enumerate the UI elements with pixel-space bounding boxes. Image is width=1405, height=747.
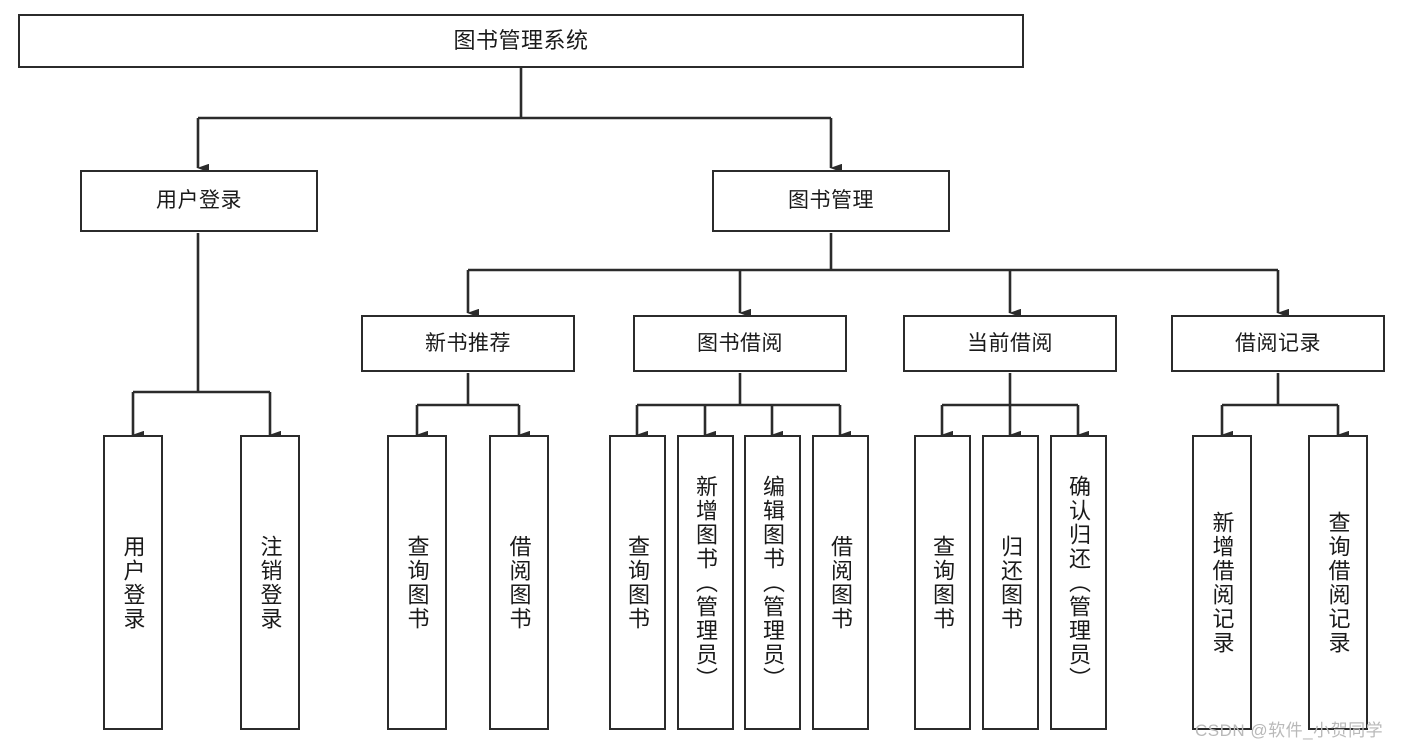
csdn-watermark-text: CSDN @软件_小贺同学 [1195,721,1384,740]
node-user-login[interactable]: 用户登录 [80,170,318,232]
node-leaf-borrow-book-2[interactable]: 借阅图书 [812,435,869,730]
node-user-login-label: 用户登录 [156,189,242,213]
node-leaf-confirm-return-label: 确认归还（管理员） [1066,474,1092,691]
node-leaf-return-book[interactable]: 归还图书 [982,435,1039,730]
node-borrow-record[interactable]: 借阅记录 [1171,315,1385,372]
node-leaf-add-record[interactable]: 新增借阅记录 [1192,435,1252,730]
node-new-book-recommend[interactable]: 新书推荐 [361,315,575,372]
node-leaf-query-book-1[interactable]: 查询图书 [387,435,447,730]
node-book-borrow-label: 图书借阅 [697,331,783,355]
node-new-book-recommend-label: 新书推荐 [425,331,511,355]
node-current-borrow[interactable]: 当前借阅 [903,315,1117,372]
node-leaf-borrow-book-1[interactable]: 借阅图书 [489,435,549,730]
node-leaf-query-record-label: 查询借阅记录 [1325,510,1351,655]
node-current-borrow-label: 当前借阅 [967,331,1053,355]
node-leaf-query-book-1-label: 查询图书 [404,534,430,631]
node-leaf-query-record[interactable]: 查询借阅记录 [1308,435,1368,730]
node-leaf-user-login-label: 用户登录 [120,534,146,631]
node-leaf-add-book-label: 新增图书（管理员） [693,474,719,691]
node-leaf-borrow-book-1-label: 借阅图书 [506,534,532,631]
node-leaf-query-book-2-label: 查询图书 [625,534,651,631]
node-leaf-borrow-book-2-label: 借阅图书 [828,534,854,631]
node-leaf-query-book-2[interactable]: 查询图书 [609,435,666,730]
node-leaf-add-book[interactable]: 新增图书（管理员） [677,435,734,730]
node-leaf-query-book-3-label: 查询图书 [930,534,956,631]
node-root[interactable]: 图书管理系统 [18,14,1024,68]
node-leaf-add-record-label: 新增借阅记录 [1209,510,1235,655]
csdn-watermark: CSDN @软件_小贺同学 [1195,716,1383,741]
node-leaf-edit-book[interactable]: 编辑图书（管理员） [744,435,801,730]
node-leaf-confirm-return[interactable]: 确认归还（管理员） [1050,435,1107,730]
node-leaf-query-book-3[interactable]: 查询图书 [914,435,971,730]
node-book-borrow[interactable]: 图书借阅 [633,315,847,372]
node-leaf-user-login[interactable]: 用户登录 [103,435,163,730]
node-book-management[interactable]: 图书管理 [712,170,950,232]
node-leaf-return-book-label: 归还图书 [998,534,1024,631]
node-root-label: 图书管理系统 [453,27,589,53]
node-book-management-label: 图书管理 [788,189,874,213]
node-leaf-edit-book-label: 编辑图书（管理员） [760,474,786,691]
node-leaf-logout-label: 注销登录 [257,534,283,631]
node-leaf-logout[interactable]: 注销登录 [240,435,300,730]
node-borrow-record-label: 借阅记录 [1235,331,1321,355]
